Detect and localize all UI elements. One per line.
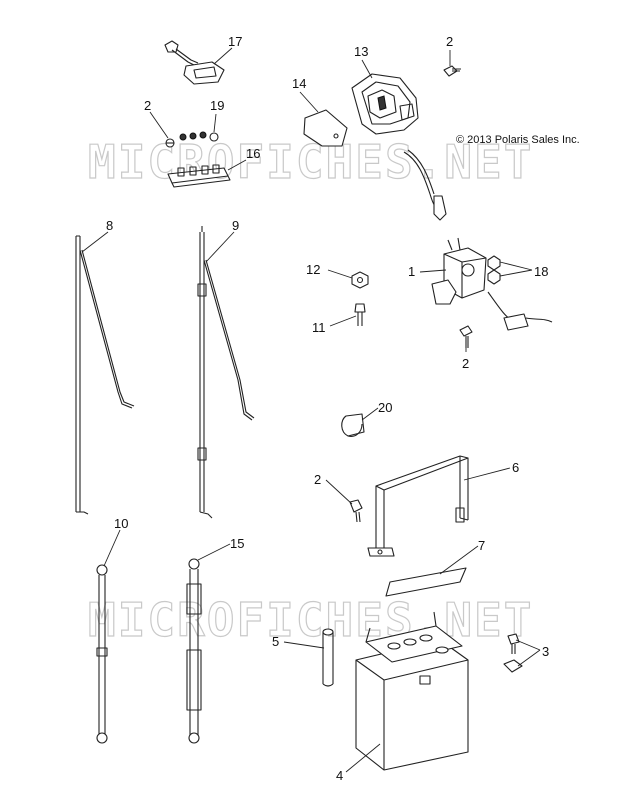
part-15-battery-cable	[186, 558, 202, 744]
leader-lines	[81, 47, 541, 773]
callout-4: 4	[336, 768, 343, 783]
part-9-cable	[197, 226, 255, 519]
wire-terminal	[433, 195, 447, 221]
part-11-bolt	[354, 303, 366, 326]
callout-11: 11	[312, 320, 326, 335]
part-18-nuts	[487, 255, 501, 285]
part-10-battery-cable	[96, 564, 108, 744]
callout-3: 3	[542, 644, 549, 659]
callout-15: 15	[230, 536, 244, 551]
part-2-screw-a	[165, 138, 175, 148]
callout-2-bracket: 2	[314, 472, 321, 487]
part-2-screw-c	[459, 325, 473, 348]
part-14-cover-plate	[303, 109, 348, 147]
callout-6: 6	[512, 460, 519, 475]
regulator-wire-2	[407, 149, 435, 195]
part-8-cable	[75, 235, 135, 515]
callout-16: 16	[246, 146, 260, 161]
callout-9: 9	[232, 218, 239, 233]
part-6-bracket	[367, 455, 469, 557]
nut-hole	[356, 276, 364, 284]
callout-5: 5	[272, 634, 279, 649]
callout-12: 12	[306, 262, 320, 277]
copyright-text: © 2013 Polaris Sales Inc.	[456, 134, 580, 146]
part-2-screw-b	[443, 65, 461, 77]
part-3-terminal-hardware	[503, 633, 523, 673]
watermark-top: MICROFICHES.NET	[88, 135, 533, 189]
cable-wire	[525, 317, 553, 323]
part-12-nut	[351, 271, 369, 289]
part-1-solenoid	[431, 237, 487, 305]
callout-18: 18	[534, 264, 548, 279]
cable-end	[503, 313, 529, 331]
callout-14: 14	[292, 76, 306, 91]
callout-19: 19	[210, 98, 224, 113]
callout-17: 17	[228, 34, 242, 49]
part-13-regulator	[351, 73, 419, 135]
part-7-pad	[385, 567, 467, 597]
callout-20: 20	[378, 400, 392, 415]
callout-1: 1	[408, 264, 415, 279]
solenoid-cable	[487, 291, 513, 321]
watermark-bottom: MICROFICHES.NET	[88, 593, 533, 647]
callout-7: 7	[478, 538, 485, 553]
callout-2-solenoid: 2	[462, 356, 469, 371]
callout-8: 8	[106, 218, 113, 233]
callout-2-top: 2	[446, 34, 453, 49]
part-17-terminal-cover	[164, 40, 225, 85]
part-19-nuts	[179, 131, 219, 142]
part-2-screw-d	[349, 499, 363, 523]
callout-labels: 17 13 2 14 2 19 16 8 9 12 1 18 11 2 20 6…	[106, 34, 549, 783]
callout-13: 13	[354, 44, 368, 59]
part-16-fuse-block	[167, 164, 231, 188]
callout-2-left: 2	[144, 98, 151, 113]
part-5-vent-tube	[322, 628, 334, 687]
part-4-battery	[355, 611, 469, 771]
part-20-clamp	[341, 413, 365, 437]
callout-10: 10	[114, 516, 128, 531]
